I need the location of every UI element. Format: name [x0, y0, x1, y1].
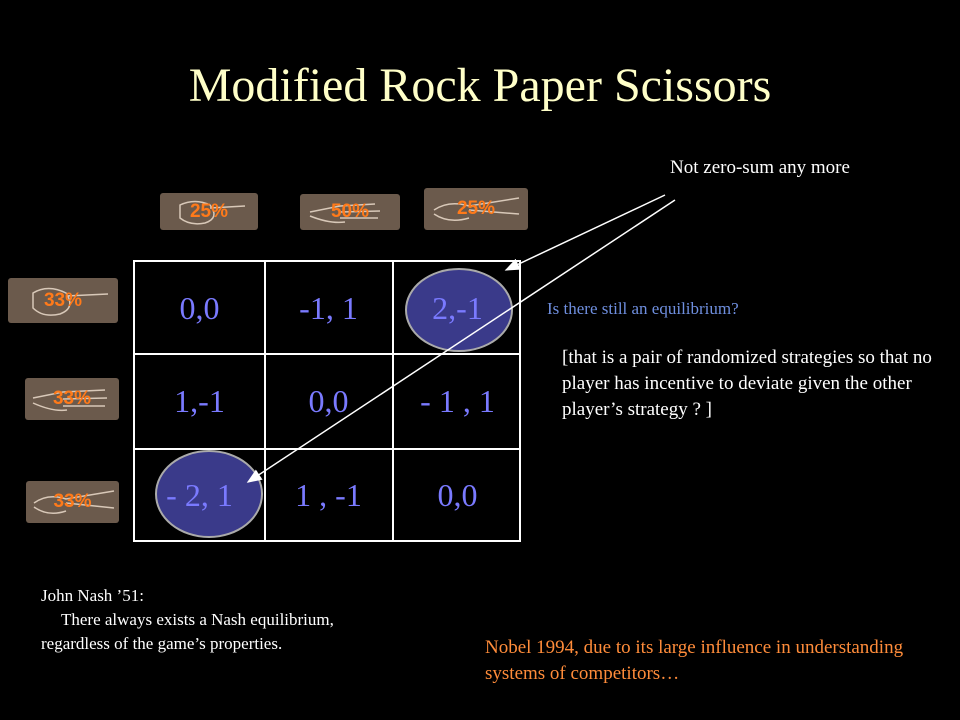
nobel-note: Nobel 1994, due to its large influence i…	[485, 637, 904, 684]
matrix-cell: 2,-1	[432, 290, 483, 326]
scissors-hand-icon	[33, 490, 115, 514]
row-prob-label: 33%	[53, 491, 92, 512]
matrix-cell: - 1 , 1	[420, 383, 495, 419]
rock-hand-icon	[32, 287, 109, 316]
nash-note: John Nash ’51: There always exists a Nas…	[41, 584, 461, 656]
matrix-cell: 0,0	[179, 290, 220, 326]
zero-sum-note: Not zero-sum any more	[670, 157, 850, 178]
matrix-cell: 1 , -1	[295, 477, 362, 513]
column-prob-label: 25%	[456, 198, 496, 219]
row-prob-scissors: 33%	[26, 481, 119, 523]
matrix-cell: - 2, 1	[166, 477, 233, 513]
slide-title: Modified Rock Paper Scissors	[188, 59, 772, 112]
payoff-matrix: 0,0 -1, 1 2,-1 1,-1 0,0 - 1 , 1 - 2, 1 1…	[133, 260, 521, 542]
matrix-cell: 0,0	[437, 477, 478, 513]
equilibrium-definition: [that is a pair of randomized strategies…	[562, 347, 932, 420]
row-prob-label: 33%	[52, 388, 92, 409]
matrix-cell: -1, 1	[299, 290, 358, 326]
highlight-ellipse	[155, 450, 263, 538]
column-prob-paper: 50%	[300, 194, 400, 230]
equilibrium-question: Is there still an equilibrium?	[547, 299, 739, 318]
column-prob-label: 50%	[330, 201, 370, 222]
highlight-ellipse	[405, 268, 513, 352]
matrix-cell: 0,0	[308, 383, 349, 419]
nash-line-3: regardless of the game’s properties.	[41, 634, 283, 653]
row-prob-rock: 33%	[8, 278, 118, 323]
row-prob-paper: 33%	[25, 378, 119, 420]
rock-hand-icon	[179, 200, 246, 225]
matrix-cell: 1,-1	[174, 383, 225, 419]
scissors-hand-icon	[433, 197, 520, 221]
column-prob-rock: 25%	[160, 193, 258, 230]
column-prob-scissors: 25%	[424, 188, 528, 230]
column-prob-label: 25%	[189, 200, 229, 222]
nash-line-2: There always exists a Nash equilibrium,	[61, 610, 334, 629]
paper-hand-icon	[32, 389, 108, 412]
arrow-to-top-right-cell	[504, 194, 666, 271]
nash-line-1: John Nash ’51:	[41, 586, 144, 605]
paper-hand-icon	[309, 203, 381, 224]
row-prob-label: 33%	[43, 289, 83, 311]
arrow-to-bottom-left-cell	[246, 199, 676, 483]
